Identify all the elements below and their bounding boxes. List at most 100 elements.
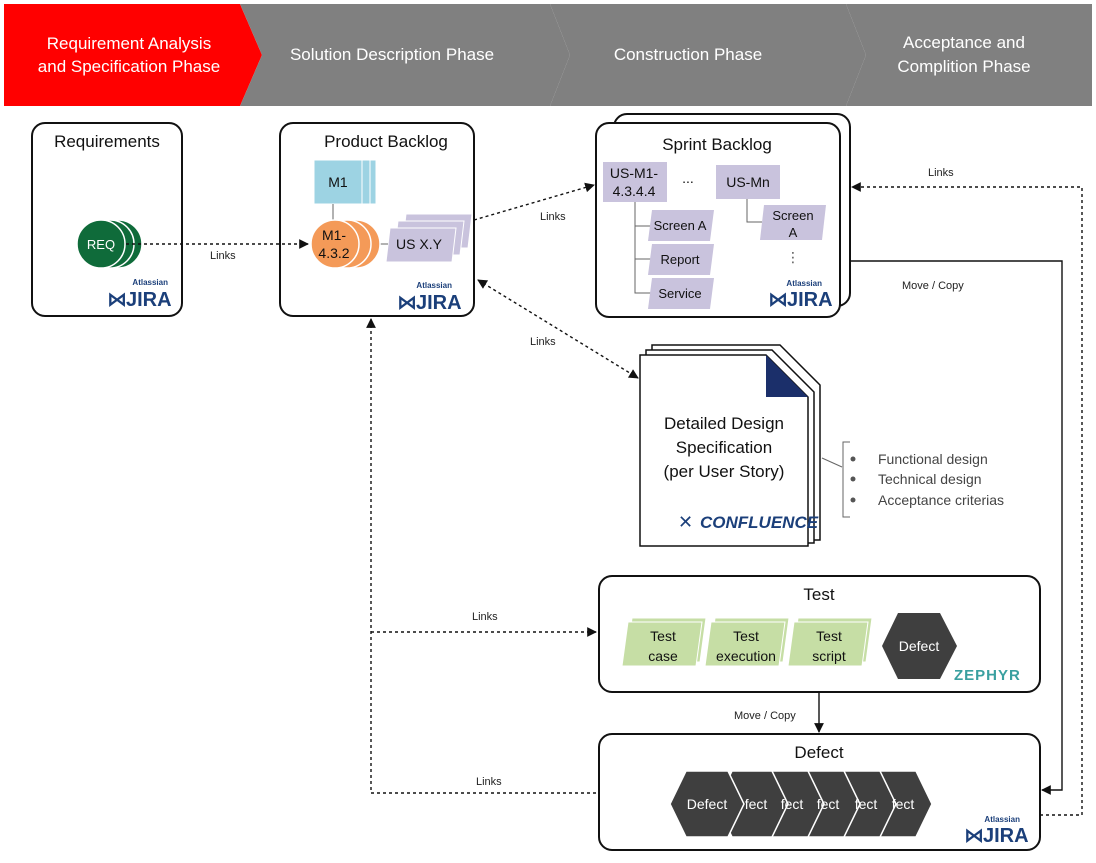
- label-test-move: Move / Copy: [734, 710, 796, 722]
- svg-text:execution: execution: [716, 648, 776, 664]
- module-m1: M1: [313, 159, 377, 205]
- document-corner: [766, 355, 808, 397]
- jira-icon: ⋈: [964, 825, 984, 847]
- svg-text:fect: fect: [817, 796, 840, 812]
- phase-3-label: Construction Phase: [614, 45, 762, 64]
- jira-logo: Atlassian ⋈ JIRA: [397, 281, 462, 314]
- phase-4-line2: Complition Phase: [897, 57, 1030, 76]
- test-box: Test Test case Test execution Test scrip…: [598, 575, 1041, 693]
- svg-text:ZEPHYR: ZEPHYR: [954, 667, 1021, 684]
- move-sb-to-defect: [851, 260, 1063, 795]
- svg-text:fect: fect: [855, 796, 878, 812]
- sprint-backlog-box: Sprint Backlog US-M1- 4.3.4.4 ... US-Mn …: [595, 113, 851, 318]
- bullet-technical: Technical design: [878, 471, 982, 487]
- bullet-functional: Functional design: [878, 451, 988, 467]
- req-node-label: REQ: [87, 237, 115, 252]
- svg-text:Defect: Defect: [687, 796, 728, 812]
- jira-logo: Atlassian ⋈ JIRA: [768, 279, 833, 311]
- svg-text:fect: fect: [745, 796, 768, 812]
- bullet-acceptance: Acceptance criterias: [878, 492, 1004, 508]
- svg-text:JIRA: JIRA: [983, 825, 1029, 847]
- svg-text:Test: Test: [650, 628, 676, 644]
- test-defect: Defect: [882, 613, 957, 679]
- svg-text:Atlassian: Atlassian: [786, 279, 822, 288]
- svg-text:Detailed Design: Detailed Design: [664, 414, 784, 433]
- confluence-logo: ✕ CONFLUENCE: [678, 512, 819, 532]
- svg-text:Screen A: Screen A: [654, 218, 707, 233]
- svg-text:(per User Story): (per User Story): [664, 462, 785, 481]
- jira-logo: Atlassian ⋈ JIRA: [107, 278, 172, 311]
- task-service: Service: [648, 278, 714, 309]
- svg-text:fect: fect: [781, 796, 804, 812]
- svg-text:Screen: Screen: [772, 208, 813, 223]
- svg-text:Test: Test: [816, 628, 842, 644]
- phase-solution-description: [240, 4, 570, 106]
- svg-text:M1: M1: [328, 174, 348, 190]
- jira-logo: Atlassian ⋈ JIRA: [964, 815, 1029, 847]
- task-screen-a: Screen A: [648, 210, 714, 241]
- svg-text:Defect: Defect: [899, 638, 940, 654]
- svg-text:Specification: Specification: [676, 438, 772, 457]
- svg-text:M1-: M1-: [322, 227, 346, 243]
- requirements-title: Requirements: [54, 132, 160, 151]
- story-us-m1: [603, 162, 667, 202]
- jira-icon: ⋈: [768, 289, 788, 311]
- task-screen-a-2: Screen A: [760, 205, 826, 240]
- phase-2-label: Solution Description Phase: [290, 45, 494, 64]
- product-backlog-box: Product Backlog M1 US X.Y M1- 4.3.2 Atla…: [279, 122, 475, 317]
- label-pb-sb-links: Links: [540, 211, 566, 223]
- svg-text:CONFLUENCE: CONFLUENCE: [700, 513, 819, 532]
- ellipsis: ...: [682, 170, 694, 186]
- svg-text:Test: Test: [733, 628, 759, 644]
- svg-text:US X.Y: US X.Y: [396, 236, 443, 252]
- test-script: Test script: [787, 617, 873, 667]
- svg-text:4.3.2: 4.3.2: [318, 245, 349, 261]
- svg-text:case: case: [648, 648, 678, 664]
- svg-text:JIRA: JIRA: [416, 292, 462, 314]
- svg-text:JIRA: JIRA: [126, 289, 172, 311]
- phase-bar: Requirement Analysis and Specification P…: [4, 4, 1092, 106]
- label-pb-test-links: Links: [472, 611, 498, 623]
- label-pb-doc-links: Links: [530, 336, 556, 348]
- svg-text:US-M1-: US-M1-: [610, 165, 659, 181]
- phase-4-line1: Acceptance and: [903, 33, 1025, 52]
- confluence-icon: ✕: [678, 512, 693, 532]
- design-document: Detailed Design Specification (per User …: [639, 344, 821, 547]
- jira-icon: ⋈: [107, 289, 127, 311]
- requirements-box: Requirements REQ Atlassian ⋈ JIRA: [31, 122, 183, 317]
- label-sb-links: Links: [928, 167, 954, 179]
- link-pb-to-doc: [477, 279, 639, 379]
- phase-1-line1: Requirement Analysis: [47, 34, 211, 53]
- req-node: REQ: [76, 219, 143, 269]
- test-title: Test: [803, 585, 834, 604]
- svg-text:US-Mn: US-Mn: [726, 174, 770, 190]
- defect-title: Defect: [794, 743, 843, 762]
- connector-labels: Links Links Links Links Links Links Move…: [210, 167, 964, 788]
- svg-text:Atlassian: Atlassian: [416, 281, 452, 290]
- link-defect-to-sb: [851, 182, 1083, 816]
- phase-1-line2: and Specification Phase: [38, 57, 220, 76]
- defect-box: Defect Defect fect fect fect fect fect A…: [598, 733, 1041, 851]
- label-req-links: Links: [210, 250, 236, 262]
- test-execution: Test execution: [704, 617, 790, 667]
- svg-text:Report: Report: [660, 252, 699, 267]
- label-sb-move: Move / Copy: [902, 280, 964, 292]
- svg-text:fect: fect: [892, 796, 915, 812]
- product-backlog-title: Product Backlog: [324, 132, 448, 151]
- label-defect-links: Links: [476, 776, 502, 788]
- link-pb-vertical: [366, 318, 598, 794]
- phase-requirement-analysis: [4, 4, 262, 106]
- defect-item-1: [669, 770, 745, 838]
- task-report: Report: [648, 244, 714, 275]
- vertical-ellipsis: ⋮: [786, 249, 800, 265]
- svg-text:JIRA: JIRA: [787, 289, 833, 311]
- svg-text:4.3.4.4: 4.3.4.4: [613, 183, 656, 199]
- link-pb-to-sb: [473, 182, 595, 221]
- item-m1-4-3-2: M1- 4.3.2: [310, 219, 381, 269]
- test-case: Test case: [621, 617, 707, 667]
- phase-construction: [550, 4, 866, 106]
- story-us-mn: [716, 165, 780, 199]
- svg-text:Service: Service: [658, 286, 701, 301]
- jira-icon: ⋈: [397, 292, 417, 314]
